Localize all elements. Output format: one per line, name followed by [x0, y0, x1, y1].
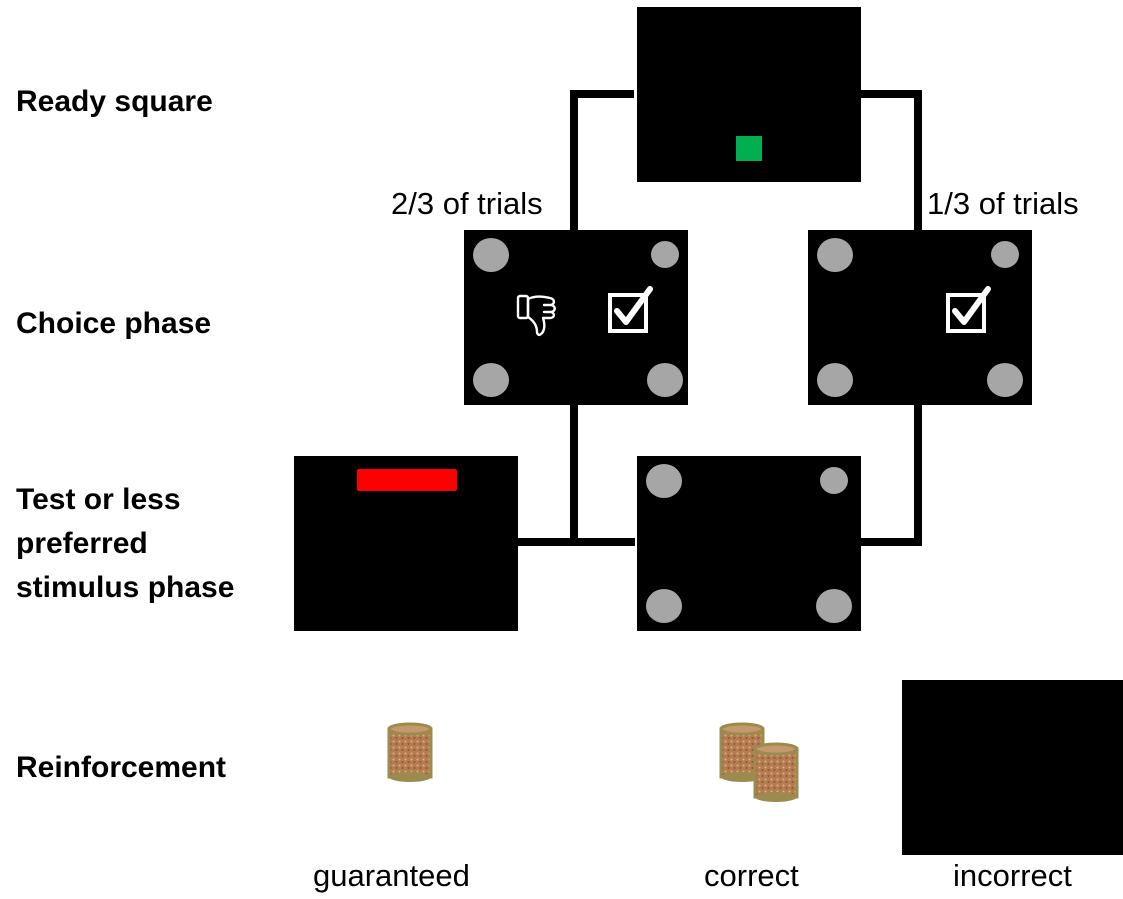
outcome-label-incorrect: incorrect	[953, 858, 1072, 893]
incorrect-blank-screen	[902, 680, 1123, 855]
connector-ready-right-v	[914, 90, 922, 230]
test-screen	[294, 456, 518, 631]
response-dot	[651, 241, 679, 268]
branch-label-right: 1/3 of trials	[927, 186, 1079, 221]
connector-ready-left-h	[570, 90, 634, 98]
thumbs-down-icon	[516, 294, 556, 337]
choice-screen-left	[464, 230, 688, 405]
row-label-reinforcement: Reinforcement	[16, 751, 227, 784]
row-label-choice: Choice phase	[16, 307, 212, 340]
connector-choice-right-v	[914, 405, 922, 546]
ready-screen	[637, 7, 861, 182]
connector-ready-right-h	[860, 90, 922, 98]
response-dot	[820, 467, 848, 494]
outcome-label-correct: correct	[704, 858, 799, 893]
checkbox-check-icon	[946, 286, 991, 333]
connector-choice-right-h	[860, 538, 922, 546]
response-dot	[646, 464, 682, 498]
ready-square	[736, 136, 762, 161]
response-dot	[646, 589, 682, 623]
connector-choice-left-v	[570, 405, 578, 546]
connector-test-h	[517, 538, 635, 546]
checkbox-check-icon	[608, 286, 653, 333]
response-dot	[987, 363, 1023, 397]
choice-screen-right	[808, 230, 1032, 405]
response-dot	[991, 241, 1019, 268]
response-dot	[473, 363, 509, 397]
response-dot	[473, 238, 509, 272]
outcome-label-guaranteed: guaranteed	[313, 858, 470, 893]
food-pellet-cup-icon	[387, 722, 433, 782]
response-dot	[816, 589, 852, 623]
response-dot	[817, 238, 853, 272]
branch-label-left: 2/3 of trials	[391, 186, 543, 221]
row-label-ready: Ready square	[16, 85, 213, 118]
test-stimulus-bar	[357, 469, 457, 491]
two-food-pellet-cups-icon	[719, 722, 799, 802]
response-dot	[817, 363, 853, 397]
less-preferred-screen	[637, 456, 861, 631]
connector-ready-left-v	[570, 90, 578, 230]
response-dot	[647, 363, 683, 397]
row-label-test: Test or less preferred stimulus phase	[16, 483, 235, 604]
